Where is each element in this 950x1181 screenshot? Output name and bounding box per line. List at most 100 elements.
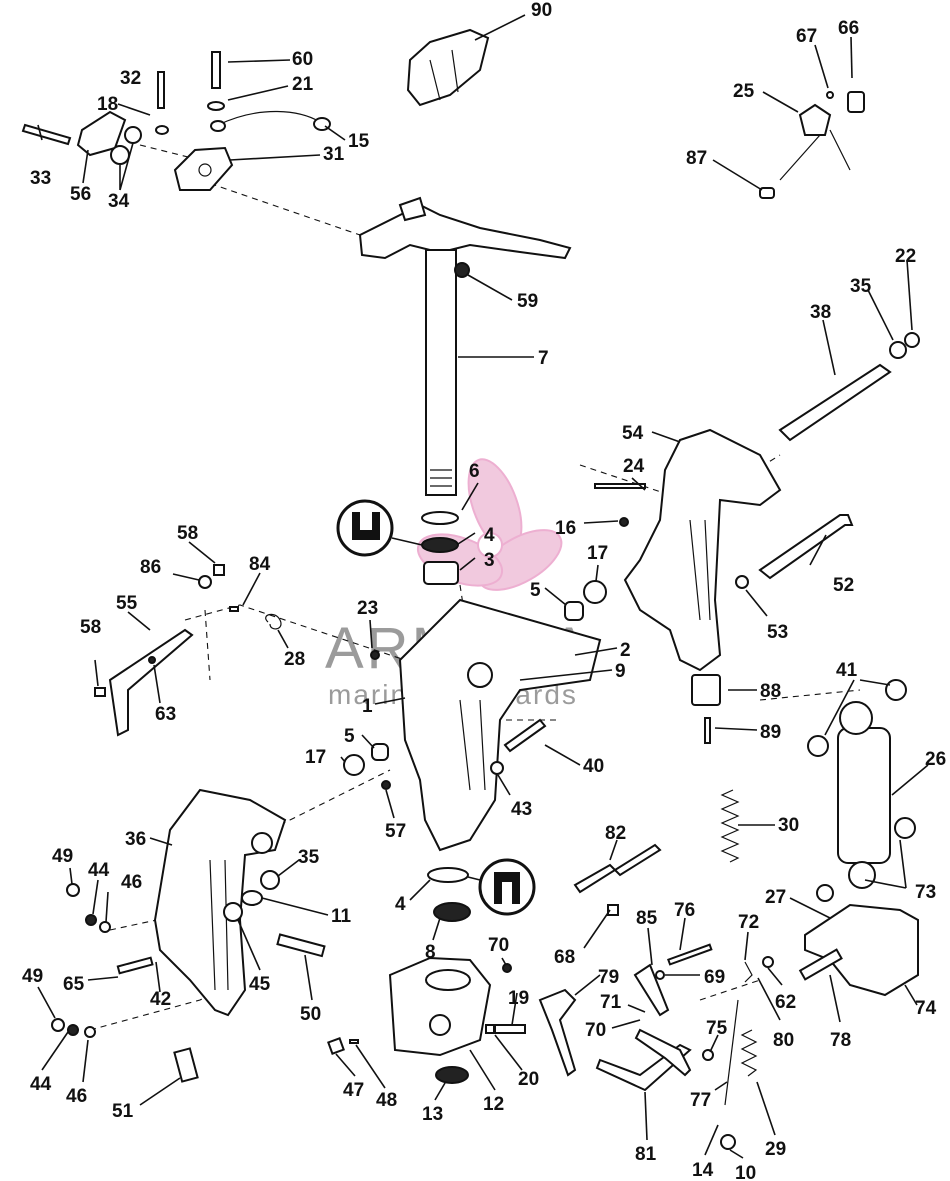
part-73-bushing xyxy=(894,817,916,839)
part-50-bolt xyxy=(276,933,326,958)
callout-67: 67 xyxy=(796,26,817,47)
callout-16: 16 xyxy=(555,518,576,539)
part-38-tilt-tube xyxy=(778,363,892,442)
callout-5: 5 xyxy=(530,580,541,601)
part-3-bushing xyxy=(423,561,459,585)
part-70-pin xyxy=(502,963,512,973)
callout-26: 26 xyxy=(925,749,946,770)
part-7-yoke xyxy=(358,203,572,260)
callout-58: 58 xyxy=(177,523,198,544)
part-15-cable xyxy=(217,110,321,126)
callout-46: 46 xyxy=(121,872,142,893)
callout-53: 53 xyxy=(767,622,788,643)
part-45-bushing xyxy=(223,902,243,922)
callout-40: 40 xyxy=(583,756,604,777)
part-74-base xyxy=(804,903,919,997)
part-17-washer xyxy=(583,580,607,604)
part-16-screw xyxy=(619,517,629,527)
callout-41: 41 xyxy=(836,660,858,681)
callout-85: 85 xyxy=(636,908,658,929)
callout-30: 30 xyxy=(778,815,799,836)
part-32-screw xyxy=(157,71,165,109)
callout-6: 6 xyxy=(469,461,480,482)
callout-23: 23 xyxy=(357,598,378,619)
part-67-ball xyxy=(826,91,834,99)
callout-82: 82 xyxy=(605,823,626,844)
callout-47: 47 xyxy=(343,1080,364,1101)
callout-29: 29 xyxy=(765,1139,786,1160)
callout-11: 11 xyxy=(331,906,352,927)
callout-84: 84 xyxy=(249,554,271,575)
callout-24: 24 xyxy=(623,456,645,477)
callout-74: 74 xyxy=(915,998,937,1019)
callout-38: 38 xyxy=(810,302,831,323)
part-60-bolt xyxy=(211,51,221,89)
callout-14: 14 xyxy=(692,1160,714,1181)
leader-lines xyxy=(37,14,929,1159)
part-62-washer xyxy=(762,956,774,968)
callout-58: 58 xyxy=(80,617,101,638)
part-23-screw xyxy=(370,650,380,660)
callout-4: 4 xyxy=(395,894,406,915)
part-5-bushing xyxy=(564,601,584,621)
part-76-rod xyxy=(667,943,713,966)
callout-56: 56 xyxy=(70,184,91,205)
callout-labels: 90 67 66 25 87 60 32 21 18 15 33 31 56 3… xyxy=(22,0,946,1181)
callout-17: 17 xyxy=(587,543,608,564)
callout-28: 28 xyxy=(284,649,305,670)
parts xyxy=(21,28,920,1150)
callout-35: 35 xyxy=(850,276,872,297)
callout-62: 62 xyxy=(775,992,796,1013)
callout-20: 20 xyxy=(518,1069,539,1090)
part-59-nut xyxy=(454,262,470,278)
callout-49: 49 xyxy=(22,966,43,987)
callout-9: 9 xyxy=(615,661,626,682)
callout-33: 33 xyxy=(30,168,51,189)
callout-35: 35 xyxy=(298,847,320,868)
part-8-bearing xyxy=(433,902,471,922)
part-82-link xyxy=(573,863,617,894)
callout-65: 65 xyxy=(63,974,85,995)
part-5-bushing-lower xyxy=(371,743,389,761)
part-13-seal xyxy=(435,1066,469,1084)
callout-69: 69 xyxy=(704,967,725,988)
callout-19: 19 xyxy=(508,988,529,1009)
part-44-washer xyxy=(85,914,97,926)
part-78-pin xyxy=(798,948,843,981)
callout-32: 32 xyxy=(120,68,141,89)
part-19-bolt xyxy=(494,1024,526,1034)
part-28-spring xyxy=(265,613,282,630)
part-1-swivel-bracket xyxy=(398,598,602,852)
callout-48: 48 xyxy=(376,1090,397,1111)
part-77-rod xyxy=(724,999,739,1106)
part-87-sleeve xyxy=(759,187,775,199)
callout-43: 43 xyxy=(511,799,532,820)
part-4-seal xyxy=(421,537,459,553)
part-24-screw xyxy=(594,483,646,489)
callout-3: 3 xyxy=(484,550,495,571)
callout-13: 13 xyxy=(422,1104,443,1125)
callout-59: 59 xyxy=(517,291,538,312)
part-46-washer xyxy=(99,921,111,933)
callout-49: 49 xyxy=(52,846,73,867)
callout-50: 50 xyxy=(300,1004,321,1025)
callout-36: 36 xyxy=(125,829,146,850)
part-22-cap xyxy=(904,332,920,348)
part-46-washer-lower xyxy=(84,1026,96,1038)
callout-44: 44 xyxy=(88,860,110,881)
part-63-washer xyxy=(148,656,156,664)
callout-70: 70 xyxy=(488,935,509,956)
part-20-bolt xyxy=(485,1024,495,1034)
part-57-nut xyxy=(381,780,391,790)
callout-21: 21 xyxy=(292,74,314,95)
callout-15: 15 xyxy=(348,131,370,152)
callout-31: 31 xyxy=(323,144,345,165)
part-69-ring xyxy=(655,970,665,980)
callout-90: 90 xyxy=(531,0,552,21)
part-40-pin xyxy=(503,718,547,753)
callout-2: 2 xyxy=(620,640,631,661)
callout-78: 78 xyxy=(830,1030,851,1051)
part-52-tilt-lever xyxy=(758,514,854,580)
part-58-knob xyxy=(94,687,106,697)
callout-66: 66 xyxy=(838,18,859,39)
